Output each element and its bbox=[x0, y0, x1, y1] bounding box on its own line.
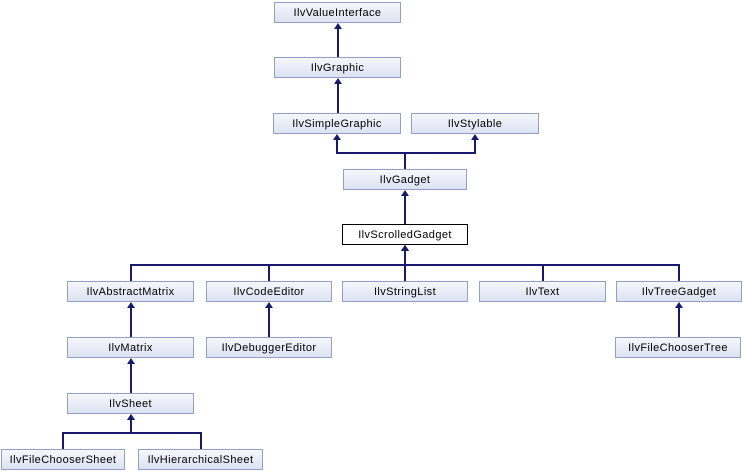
inheritance-edge-segment bbox=[474, 138, 476, 154]
arrowhead-up-icon bbox=[127, 358, 135, 364]
inheritance-edge-segment bbox=[404, 152, 406, 169]
inheritance-edge-segment bbox=[268, 264, 406, 266]
inheritance-edge-segment bbox=[336, 138, 338, 154]
inheritance-edge-segment bbox=[337, 82, 339, 113]
inheritance-edge-segment bbox=[542, 264, 544, 281]
class-node-ilvfilechoosersheet[interactable]: IlvFileChooserSheet bbox=[1, 449, 125, 470]
arrowhead-up-icon bbox=[401, 190, 409, 196]
inheritance-edge-segment bbox=[130, 432, 202, 434]
arrowhead-up-icon bbox=[334, 23, 342, 29]
inheritance-edge-segment bbox=[404, 264, 680, 266]
class-node-label: IlvCodeEditor bbox=[233, 285, 305, 298]
class-node-label: IlvAbstractMatrix bbox=[86, 285, 175, 298]
inheritance-edge-segment bbox=[268, 264, 270, 281]
class-node-ilvsimplegraphic[interactable]: IlvSimpleGraphic bbox=[273, 113, 401, 134]
class-node-label: IlvGadget bbox=[379, 173, 431, 186]
class-node-ilvtreegadget[interactable]: IlvTreeGadget bbox=[616, 281, 742, 302]
inheritance-edge-segment bbox=[130, 362, 132, 393]
inheritance-edge-segment bbox=[130, 418, 132, 434]
arrowhead-up-icon bbox=[401, 245, 409, 251]
class-node-label: IlvText bbox=[525, 285, 560, 298]
class-node-label: IlvSimpleGraphic bbox=[292, 117, 382, 130]
class-node-label: IlvFileChooserSheet bbox=[9, 453, 117, 466]
inheritance-edge-segment bbox=[62, 432, 64, 449]
class-node-label: IlvTreeGadget bbox=[641, 285, 717, 298]
arrowhead-up-icon bbox=[265, 302, 273, 308]
inheritance-edge-segment bbox=[404, 194, 406, 224]
arrowhead-up-icon bbox=[127, 414, 135, 420]
inheritance-edge-segment bbox=[678, 306, 680, 337]
inheritance-edge-segment bbox=[678, 264, 680, 281]
arrowhead-up-icon bbox=[334, 78, 342, 84]
inheritance-edge-segment bbox=[62, 432, 132, 434]
class-node-label: IlvGraphic bbox=[310, 61, 365, 74]
inheritance-edge-segment bbox=[404, 152, 476, 154]
class-node-label: IlvValueInterface bbox=[293, 6, 382, 19]
class-node-label: IlvSheet bbox=[109, 397, 152, 410]
arrowhead-up-icon bbox=[471, 134, 479, 140]
class-node-label: IlvScrolledGadget bbox=[358, 228, 452, 241]
inheritance-edge-segment bbox=[130, 306, 132, 337]
class-node-ilvgraphic[interactable]: IlvGraphic bbox=[274, 57, 401, 78]
class-node-ilvsheet[interactable]: IlvSheet bbox=[67, 393, 194, 414]
class-node-label: IlvDebuggerEditor bbox=[221, 341, 317, 354]
class-node-ilvdebuggereditor[interactable]: IlvDebuggerEditor bbox=[206, 337, 332, 358]
arrowhead-up-icon bbox=[675, 302, 683, 308]
class-node-ilvfilechoosertree[interactable]: IlvFileChooserTree bbox=[615, 337, 741, 358]
class-node-ilvcodeeditor[interactable]: IlvCodeEditor bbox=[206, 281, 332, 302]
class-node-label: IlvMatrix bbox=[108, 341, 153, 354]
class-node-ilvtext[interactable]: IlvText bbox=[479, 281, 606, 302]
inheritance-edge-segment bbox=[200, 432, 202, 449]
arrowhead-up-icon bbox=[333, 134, 341, 140]
class-node-ilvstylable[interactable]: IlvStylable bbox=[411, 113, 539, 134]
class-node-label: IlvFileChooserTree bbox=[628, 341, 728, 354]
inheritance-edge-segment bbox=[336, 152, 406, 154]
inheritance-edge-segment bbox=[130, 264, 132, 281]
class-node-ilvvalueinterface[interactable]: IlvValueInterface bbox=[274, 2, 401, 23]
class-node-label: IlvStringList bbox=[373, 285, 437, 298]
class-node-ilvscrolledgadget[interactable]: IlvScrolledGadget bbox=[342, 224, 468, 245]
class-node-ilvgadget[interactable]: IlvGadget bbox=[343, 169, 467, 190]
class-node-ilvhierarchicalsheet[interactable]: IlvHierarchicalSheet bbox=[138, 449, 263, 470]
class-node-ilvstringlist[interactable]: IlvStringList bbox=[342, 281, 468, 302]
inheritance-edge-segment bbox=[337, 27, 339, 57]
class-node-label: IlvHierarchicalSheet bbox=[147, 453, 254, 466]
class-node-label: IlvStylable bbox=[447, 117, 503, 130]
class-node-ilvmatrix[interactable]: IlvMatrix bbox=[67, 337, 194, 358]
inheritance-edge-segment bbox=[268, 306, 270, 337]
arrowhead-up-icon bbox=[127, 302, 135, 308]
inheritance-edge-segment bbox=[404, 249, 406, 266]
class-node-ilvabstractmatrix[interactable]: IlvAbstractMatrix bbox=[67, 281, 194, 302]
